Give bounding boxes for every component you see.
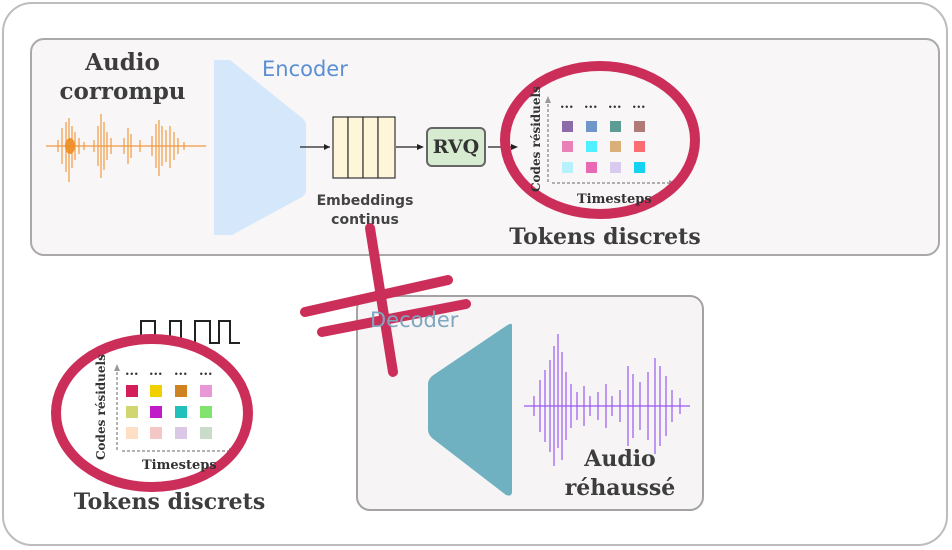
highlight-ring-bottom	[51, 334, 253, 492]
dots-top-1: ...	[560, 97, 574, 112]
input-audio-line1: Audio	[85, 49, 160, 76]
output-audio-label: Audio réhaussé	[560, 445, 680, 503]
dots-top-2: ...	[584, 97, 598, 112]
y-axis-label-top: Codes résiduels	[529, 86, 543, 192]
dots-bottom-4: ...	[199, 364, 213, 379]
dots-bottom-3: ...	[174, 364, 188, 379]
highlight-ring-top	[500, 61, 700, 219]
input-audio-label: Audio corrompu	[55, 48, 190, 106]
rvq-box: RVQ	[426, 127, 486, 167]
dots-bottom-1: ...	[125, 364, 139, 379]
dots-bottom-2: ...	[149, 364, 163, 379]
token-grid-top	[545, 96, 676, 186]
encoder-shape	[214, 60, 306, 235]
x-axis-label-bottom: Timesteps	[142, 458, 217, 473]
y-axis-label-bottom: Codes résiduels	[94, 354, 108, 460]
input-audio-line2: corrompu	[59, 78, 186, 105]
encoder-label: Encoder	[262, 57, 348, 81]
embeddings-label: Embeddings continus	[300, 192, 430, 230]
output-audio-line2: réhaussé	[564, 475, 676, 501]
embeddings-stack	[332, 116, 396, 179]
input-waveform	[46, 114, 206, 182]
dots-top-4: ...	[632, 97, 646, 112]
tokens-title-top: Tokens discrets	[509, 224, 701, 250]
decoder-label: Decoder	[370, 308, 459, 332]
embeddings-line2: continus	[331, 212, 399, 228]
output-audio-line1: Audio	[584, 446, 656, 472]
not-equal-icon	[300, 223, 471, 377]
dots-top-3: ...	[608, 97, 622, 112]
decoder-shape	[428, 323, 512, 496]
tokens-title-bottom: Tokens discrets	[73, 489, 266, 515]
x-axis-label-top: Timesteps	[577, 192, 652, 207]
decoder-panel	[356, 295, 704, 511]
output-waveform	[524, 334, 690, 466]
embeddings-line1: Embeddings	[316, 193, 414, 209]
token-grid-bottom	[114, 364, 236, 454]
